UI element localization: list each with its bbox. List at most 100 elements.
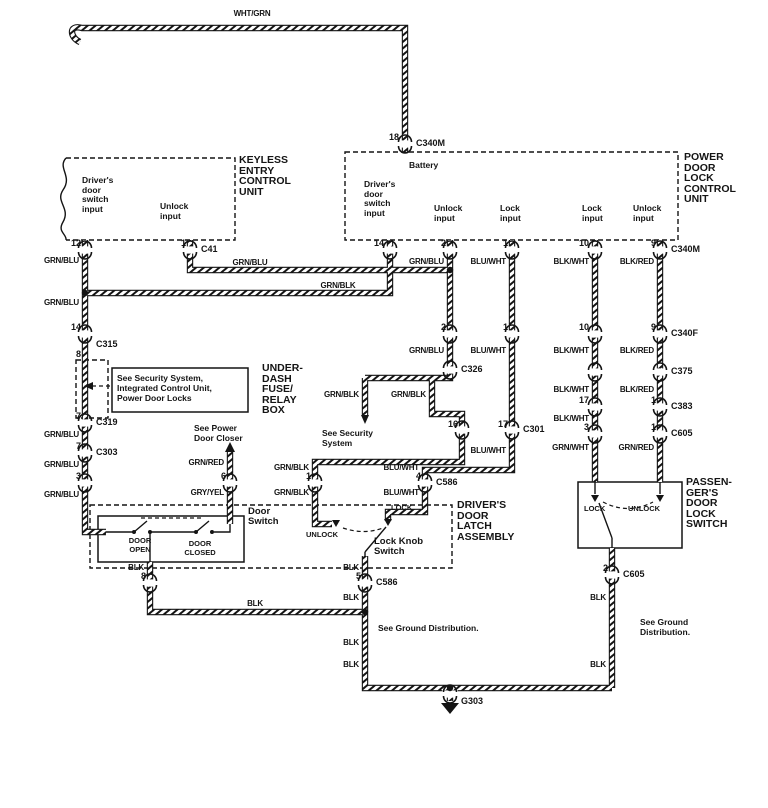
pin-label: 1	[650, 422, 656, 432]
wire-color-label: BLK	[590, 660, 606, 669]
connector-label-c319: C319	[96, 417, 118, 427]
ground-symbol	[441, 703, 459, 714]
to-security-system-arrow	[361, 415, 369, 424]
wire-color-label: GRN/BLU	[43, 430, 79, 439]
wire-color-label: GRN/BLK	[323, 390, 359, 399]
door-switch-box	[97, 515, 245, 563]
wire-color-label: GRN/BLU	[408, 346, 444, 355]
pin-label: 7	[75, 411, 81, 421]
ground-distribution-note: See Ground Distribution.	[378, 623, 479, 633]
wire-color-label: GRN/BLK	[390, 390, 426, 399]
connector-label-c340f: C340F	[671, 328, 699, 338]
wire-color-label: GRN/BLU	[43, 298, 79, 307]
pin-label: 9	[650, 238, 656, 248]
arrows-and-contacts	[84, 382, 664, 714]
connector-label-c303: C303	[96, 447, 118, 457]
pin-label: 2	[602, 563, 608, 573]
wire-color-label: BLK	[343, 593, 359, 602]
connector-label-c301: C301	[523, 424, 545, 434]
wire-color-label: BLK/WHT	[553, 257, 590, 266]
pin-label: 8	[75, 349, 81, 359]
unlock-position-label: UNLOCK	[628, 504, 661, 513]
lock-position-label: LOCK	[391, 503, 413, 512]
input-label: Lock input	[582, 203, 603, 223]
pin-label: 5	[355, 571, 361, 581]
keyless-torn-edge	[60, 157, 68, 241]
unlock-position-label: UNLOCK	[306, 530, 339, 539]
lock-contact	[384, 519, 392, 526]
ground-distribution-note: See Ground Distribution.	[640, 617, 691, 637]
wire-color-label: BLK/RED	[619, 346, 654, 355]
wire-color-label: BLK/WHT	[553, 414, 590, 423]
connector-label-c605: C605	[671, 428, 693, 438]
door-open-label: DOOR OPEN	[128, 536, 152, 554]
pin-label: 16	[447, 419, 458, 429]
pin-label: 4	[415, 471, 421, 481]
lock-knob-switch-label: Lock Knob Switch	[374, 536, 424, 557]
pin-label: 17	[578, 395, 589, 405]
connector-label-c586: C586	[376, 577, 398, 587]
door-switch-label: Door Switch	[248, 506, 279, 527]
connector-label-c586: C586	[436, 477, 458, 487]
wire-color-label: GRN/WHT	[552, 443, 589, 452]
pin-label: 3	[583, 422, 589, 432]
to-door-closer-arrow	[225, 442, 235, 452]
input-label: Driver's door switch input	[364, 179, 396, 218]
keyless-unit-title: KEYLESS ENTRY CONTROL UNIT	[239, 154, 291, 198]
power-door-closer-note: See Power Door Closer	[194, 423, 243, 443]
input-label: Driver's door switch input	[82, 175, 114, 214]
latch-assembly-title: DRIVER'S DOOR LATCH ASSEMBLY	[457, 499, 515, 543]
wire-color-label: BLU/WHT	[470, 446, 507, 455]
wire-color-label: GRN/RED	[188, 458, 225, 467]
wire-color-label: GRN/BLU	[232, 258, 268, 267]
wire-color-label: BLK	[343, 563, 359, 572]
pin-label: 8	[140, 571, 146, 581]
wire-color-label: GRN/BLU	[43, 460, 79, 469]
pin-label: 7	[75, 441, 81, 451]
pin-label: 12	[70, 238, 81, 248]
connector-label-c326: C326	[461, 364, 483, 374]
wire-color-label: GRN/BLU	[408, 257, 444, 266]
security-ref-box	[111, 367, 249, 413]
pin-label: 6	[220, 471, 226, 481]
wire-color-label: BLK	[128, 563, 144, 572]
junction-dots	[81, 266, 454, 692]
input-label: Lock input	[500, 203, 521, 223]
connector-label-c315: C315	[96, 339, 118, 349]
pin-label: 1	[305, 471, 311, 481]
wire-color-label: BLK	[247, 599, 263, 608]
wire-color-label: GRN/BLK	[273, 488, 309, 497]
wire-color-label: BLU/WHT	[383, 463, 420, 472]
pin-label: 9	[650, 322, 656, 332]
input-label: Unlock input	[434, 203, 463, 223]
wire-color-label: BLK/WHT	[553, 385, 590, 394]
wire-color-label: GRN/BLU	[43, 256, 79, 265]
passenger-lock-contact	[591, 495, 599, 502]
keyless-unit-box	[66, 157, 236, 241]
pin-label: 17	[497, 419, 508, 429]
wire-color-label: BLU/WHT	[470, 346, 507, 355]
pin-label: 1	[502, 322, 508, 332]
wire-color-label: BLK	[343, 638, 359, 647]
passenger-switch-title: PASSEN- GER'S DOOR LOCK SWITCH	[686, 476, 732, 530]
door-closed-label: DOOR CLOSED	[184, 539, 216, 557]
wire-color-label: BLK/WHT	[553, 346, 590, 355]
wire-color-label: GRN/BLK	[273, 463, 309, 472]
lock-position-label: LOCK	[584, 504, 606, 513]
input-label: Unlock input	[160, 201, 189, 221]
wire-color-label: GRN/BLK	[320, 281, 356, 290]
connector-label-c340m: C340M	[416, 138, 446, 148]
pin-label: 10	[578, 238, 589, 248]
pin-label: 1	[180, 238, 186, 248]
wire-color-label: BLK	[343, 660, 359, 669]
door-latch-assembly-box	[89, 504, 453, 569]
passenger-switch-box	[577, 481, 683, 549]
wire-color-label: GRN/RED	[618, 443, 655, 452]
switch-linkage-dashes	[92, 385, 654, 533]
fuse-box-title: UNDER- DASH FUSE/ RELAY BOX	[262, 362, 303, 416]
ground-label-g303: G303	[461, 696, 484, 706]
pin-label: 18	[388, 132, 399, 142]
pin-label: 2	[440, 238, 446, 248]
